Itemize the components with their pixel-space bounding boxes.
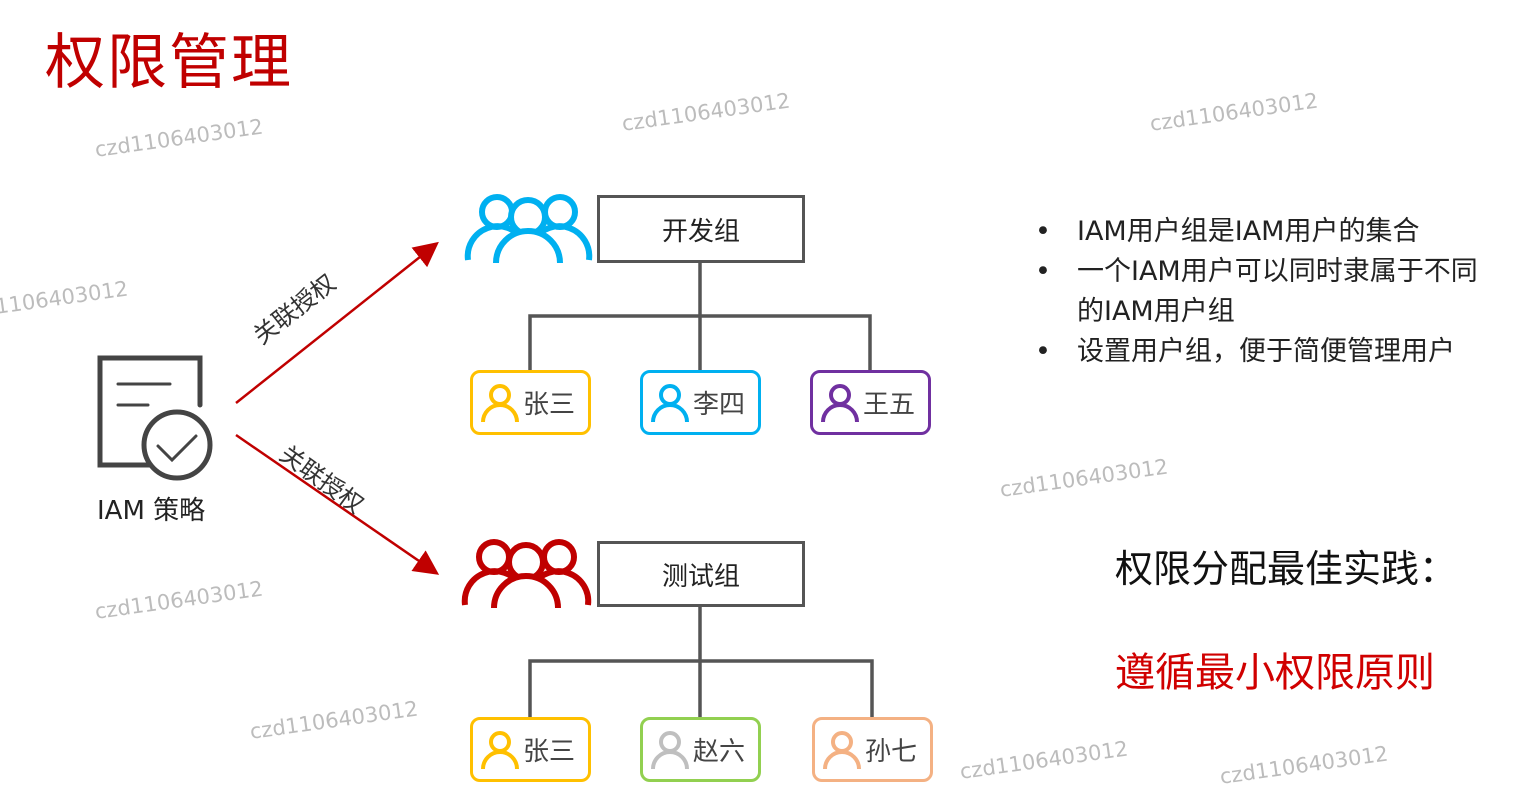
group-dev[interactable]: 开发组 (597, 195, 805, 263)
relation-arrow-dev (235, 241, 439, 404)
user-icon (823, 730, 861, 769)
user-card[interactable]: 张三 (470, 717, 591, 782)
best-practice-heading: 权限分配最佳实践： (1115, 547, 1458, 591)
user-icon (651, 383, 689, 422)
user-group-icon (461, 539, 592, 609)
page-title: 权限管理 (45, 28, 293, 98)
user-name: 李四 (693, 390, 746, 420)
bullet-item: •设置用户组，便于简便管理用户 (1035, 332, 1515, 372)
bullet-list: •IAM用户组是IAM用户的集合 •一个IAM用户可以同时隶属于不同的IAM用户… (1035, 212, 1515, 372)
least-privilege-principle: 遵循最小权限原则 (1115, 650, 1435, 696)
user-name: 赵六 (693, 737, 746, 767)
user-icon (481, 383, 519, 422)
user-card[interactable]: 李四 (640, 370, 761, 435)
user-icon (821, 383, 859, 422)
user-name: 王五 (863, 390, 916, 420)
user-icon (481, 730, 519, 769)
user-icon (651, 730, 689, 769)
user-card[interactable]: 王五 (810, 370, 931, 435)
user-card[interactable]: 张三 (470, 370, 591, 435)
bullet-item: •一个IAM用户可以同时隶属于不同的IAM用户组 (1035, 252, 1515, 332)
policy-document-check-icon (97, 355, 213, 481)
user-name: 张三 (523, 390, 576, 420)
user-card[interactable]: 孙七 (812, 717, 933, 782)
bullet-item: •IAM用户组是IAM用户的集合 (1035, 212, 1515, 252)
bullet-text: 一个IAM用户可以同时隶属于不同的IAM用户组 (1077, 256, 1478, 327)
policy-label: IAM 策略 (97, 496, 206, 526)
bullet-text: 设置用户组，便于简便管理用户 (1077, 336, 1455, 367)
user-name: 孙七 (865, 737, 918, 767)
group-test[interactable]: 测试组 (597, 541, 805, 607)
relation-arrow-test (235, 433, 440, 575)
user-name: 张三 (523, 737, 576, 767)
user-card[interactable]: 赵六 (640, 717, 761, 782)
bullet-text: IAM用户组是IAM用户的集合 (1077, 216, 1420, 247)
tree-connectors (528, 262, 874, 719)
user-group-icon (464, 194, 593, 264)
